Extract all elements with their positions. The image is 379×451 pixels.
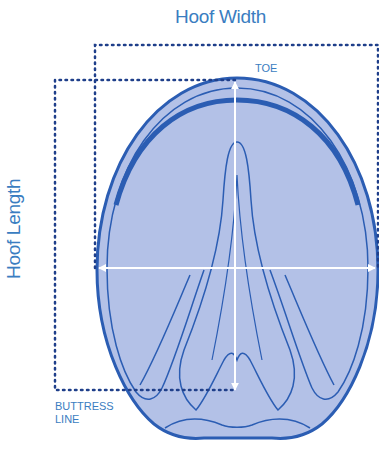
length-dotted-guide (55, 80, 235, 390)
part-label: BUTTRESS LINE (55, 400, 125, 425)
width-dotted-guide (95, 45, 378, 268)
dimension-label: Hoof Width (175, 6, 266, 28)
length-arrow (234, 82, 236, 390)
frog (180, 142, 295, 410)
dimension-label: Hoof Length (3, 179, 25, 279)
heel-bulbs (165, 419, 310, 428)
hoof-outline (97, 78, 378, 438)
width-arrow (99, 267, 375, 269)
part-label: TOE (255, 62, 277, 75)
